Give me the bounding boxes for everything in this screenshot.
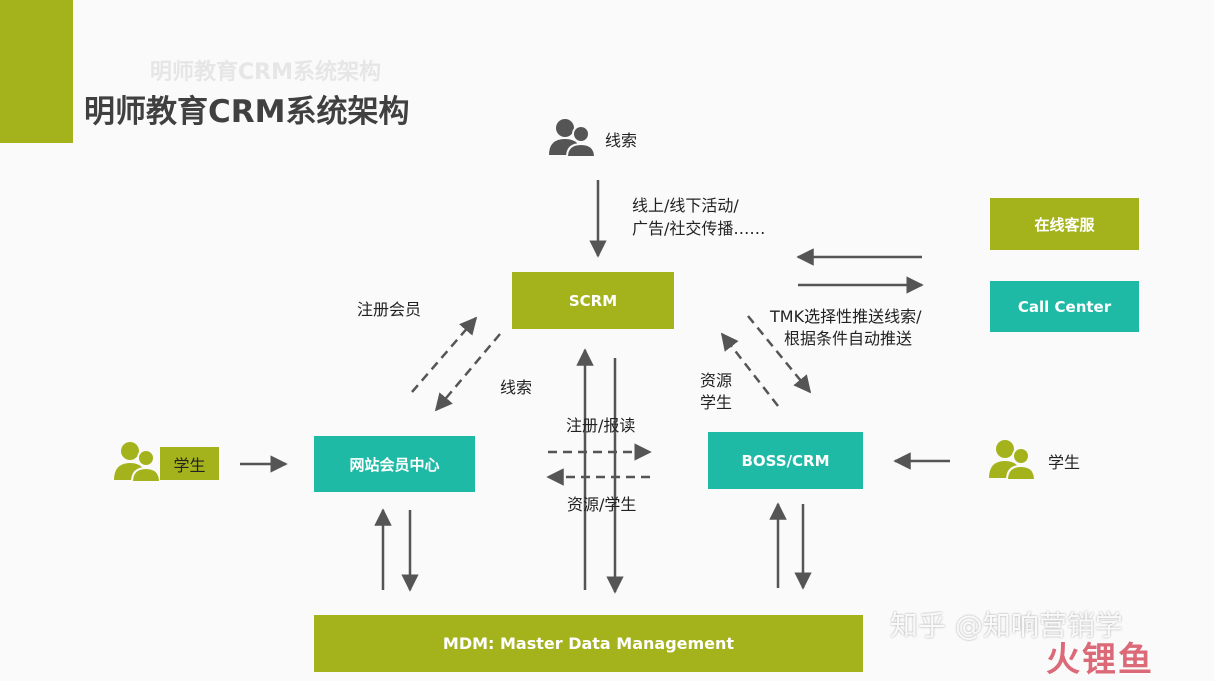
arrow-register-to-scrm bbox=[411, 316, 478, 393]
label-student-right: 学生 bbox=[1048, 453, 1081, 472]
label-student-left: 学生 bbox=[173, 455, 206, 475]
label-top-lead: 线索 bbox=[605, 131, 638, 150]
label-tmk-line2: 根据条件自动推送 bbox=[784, 329, 913, 348]
label-channel-line1: 线上/线下活动/ bbox=[632, 196, 739, 215]
label-resource-student: 资源/学生 bbox=[567, 495, 637, 514]
watermark-logo: 火锂鱼 bbox=[1046, 640, 1154, 680]
label-register: 注册会员 bbox=[357, 300, 422, 319]
arrow-scrm-to-boss bbox=[747, 315, 812, 394]
student-right-people-icon bbox=[988, 438, 1037, 484]
label-resource-line2: 学生 bbox=[700, 393, 733, 412]
label-resource-line1: 资源 bbox=[700, 371, 733, 390]
header-accent-block bbox=[0, 0, 73, 143]
node-online-service: 在线客服 bbox=[990, 198, 1139, 250]
student-left-people-icon bbox=[113, 440, 162, 486]
label-tmk-line1: TMK选择性推送线索/ bbox=[770, 307, 922, 326]
label-register-apply: 注册/报读 bbox=[566, 416, 636, 435]
page-title-ghost: 明师教育CRM系统架构 bbox=[150, 60, 381, 85]
node-website-member-center: 网站会员中心 bbox=[314, 436, 475, 492]
page-title: 明师教育CRM系统架构 bbox=[84, 94, 410, 130]
label-lead: 线索 bbox=[500, 378, 533, 397]
node-mdm: MDM: Master Data Management bbox=[314, 615, 863, 672]
arrow-scrm-lead-to-website bbox=[434, 333, 501, 412]
watermark-text: 知乎 @知响营销学 bbox=[890, 609, 1123, 642]
node-scrm: SCRM bbox=[512, 272, 674, 329]
student-left-badge: 学生 bbox=[160, 447, 219, 480]
node-boss-crm: BOSS/CRM bbox=[708, 432, 863, 489]
lead-people-icon bbox=[548, 117, 597, 161]
node-call-center: Call Center bbox=[990, 281, 1139, 332]
label-channel-line2: 广告/社交传播…… bbox=[632, 219, 766, 238]
arrow-boss-to-scrm bbox=[720, 332, 779, 407]
